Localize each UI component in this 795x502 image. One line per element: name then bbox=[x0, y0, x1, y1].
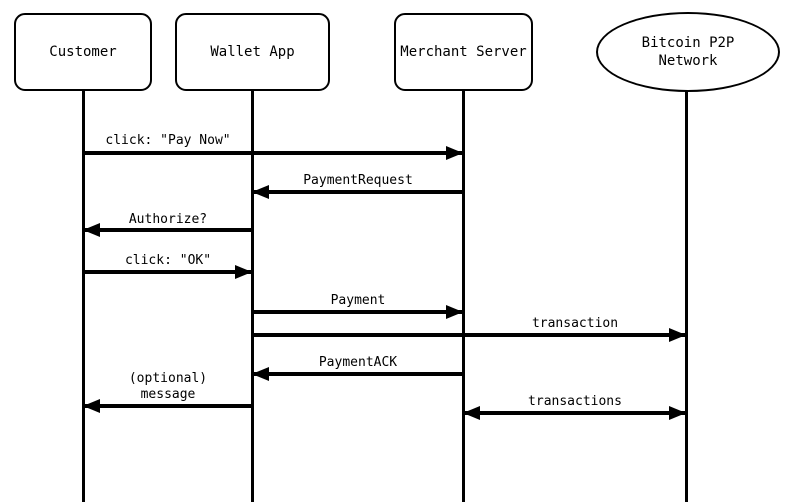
participant-wallet-app-label: Wallet App bbox=[210, 44, 295, 60]
arrowhead-right-icon bbox=[235, 265, 252, 279]
lifeline-customer bbox=[81, 90, 85, 502]
message-label: click: "Pay Now" bbox=[105, 133, 231, 148]
participant-merchant-server-label: Merchant Server bbox=[400, 44, 527, 60]
message-line bbox=[83, 228, 252, 232]
message-line bbox=[252, 190, 463, 194]
arrowhead-left-icon bbox=[252, 367, 269, 381]
arrowhead-right-icon bbox=[446, 146, 463, 160]
message-label: click: "OK" bbox=[124, 253, 212, 268]
message-line bbox=[252, 310, 463, 314]
lifeline-bitcoin-p2p-network bbox=[684, 91, 688, 502]
lifeline-merchant-server bbox=[461, 90, 465, 502]
message-label: transactions bbox=[528, 394, 622, 409]
arrowhead-left-icon bbox=[463, 406, 480, 420]
arrowhead-right-icon bbox=[669, 328, 686, 342]
message-line bbox=[83, 151, 463, 155]
arrowhead-right-icon bbox=[669, 406, 686, 420]
message-label: PaymentRequest bbox=[303, 173, 413, 188]
participant-wallet-app: Wallet App bbox=[175, 13, 330, 91]
participant-customer: Customer bbox=[14, 13, 152, 91]
participant-customer-label: Customer bbox=[49, 44, 117, 60]
message-label: transaction bbox=[531, 316, 619, 331]
message-line bbox=[83, 270, 252, 274]
message-label: Authorize? bbox=[128, 212, 208, 227]
arrowhead-left-icon bbox=[83, 399, 100, 413]
message-line bbox=[83, 404, 252, 408]
message-label: Payment bbox=[330, 293, 386, 308]
arrowhead-left-icon bbox=[252, 185, 269, 199]
participant-bitcoin-p2p-network: Bitcoin P2P Network bbox=[596, 12, 780, 92]
arrowhead-right-icon bbox=[446, 305, 463, 319]
message-line bbox=[463, 411, 686, 415]
participant-merchant-server: Merchant Server bbox=[394, 13, 533, 91]
participant-bitcoin-p2p-network-label: Bitcoin P2P Network bbox=[641, 35, 735, 69]
lifeline-wallet-app bbox=[250, 90, 254, 502]
arrowhead-left-icon bbox=[83, 223, 100, 237]
message-line bbox=[252, 372, 463, 376]
message-label: (optional) message bbox=[128, 371, 208, 402]
message-label: PaymentACK bbox=[318, 355, 398, 370]
message-line bbox=[252, 333, 686, 337]
